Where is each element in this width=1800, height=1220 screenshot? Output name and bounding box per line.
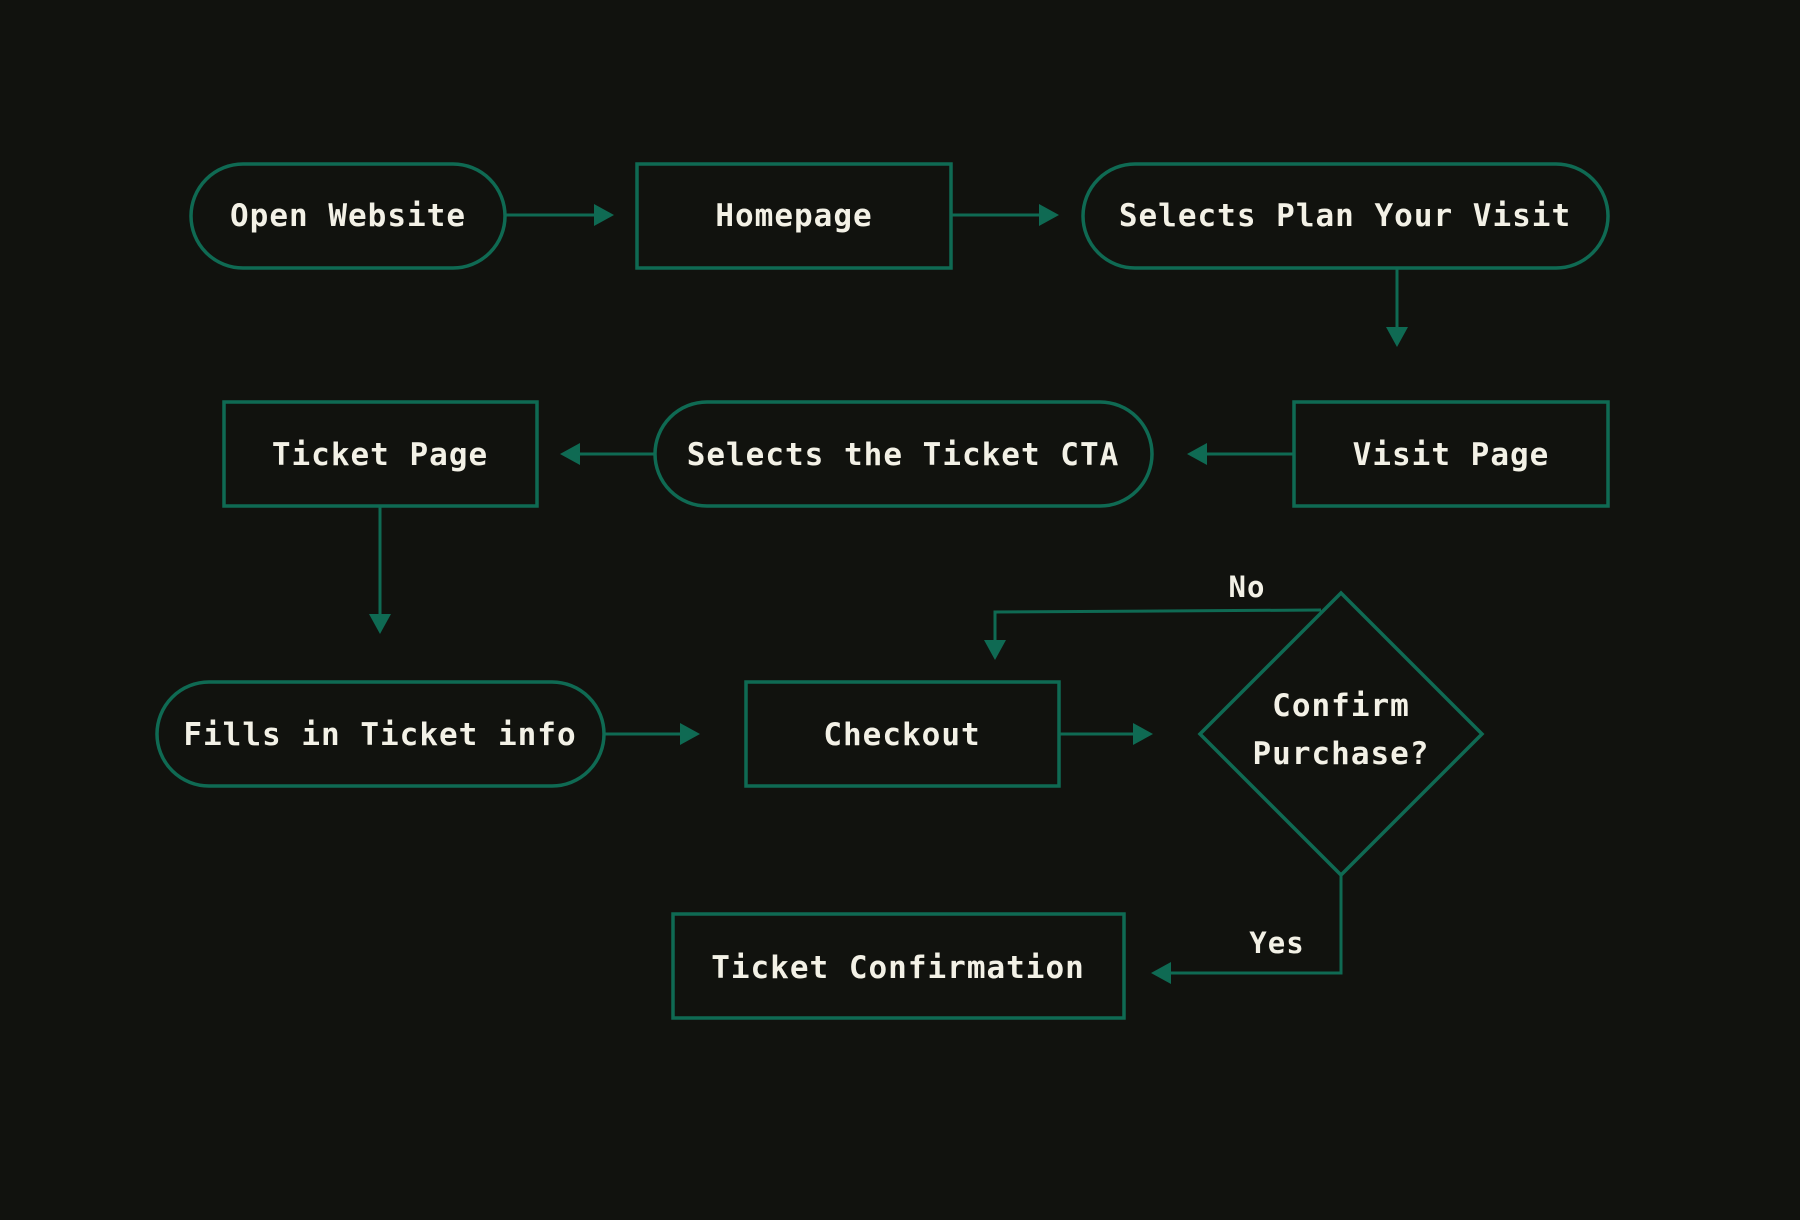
node-checkout: Checkout	[744, 680, 1061, 788]
edge-ticket-page-to-fills-info	[369, 506, 391, 634]
node-checkout-label: Checkout	[823, 717, 980, 753]
node-ticket-cta: Selects the Ticket CTA	[653, 400, 1154, 508]
node-homepage-label: Homepage	[715, 198, 872, 234]
edge-homepage-to-plan-visit	[951, 204, 1059, 226]
edge-confirm-yes-to-ticket-confirmation	[1151, 874, 1343, 984]
edge-plan-visit-to-visit-page	[1386, 269, 1408, 347]
edge-ticket-cta-to-ticket-page	[560, 443, 655, 465]
node-fills-info: Fills in Ticket info	[155, 680, 606, 788]
node-visit-page-label: Visit Page	[1353, 437, 1550, 473]
node-open-website-label: Open Website	[230, 198, 466, 234]
node-ticket-cta-label: Selects the Ticket CTA	[687, 437, 1120, 473]
node-ticket-confirmation: Ticket Confirmation	[671, 912, 1126, 1020]
edge-checkout-to-confirm-purchase	[1059, 723, 1153, 745]
node-open-website: Open Website	[189, 162, 507, 270]
node-ticket-confirmation-label: Ticket Confirmation	[711, 950, 1085, 986]
node-plan-visit: Selects Plan Your Visit	[1081, 162, 1610, 270]
node-confirm-purchase-diamond: Confirm Purchase?	[1197, 590, 1485, 878]
node-confirm-purchase-label-line2: Purchase?	[1253, 736, 1430, 772]
node-fills-info-label: Fills in Ticket info	[183, 717, 576, 753]
node-ticket-page: Ticket Page	[222, 400, 539, 508]
node-ticket-page-label: Ticket Page	[272, 437, 488, 473]
node-confirm-purchase-label-line1: Confirm	[1272, 688, 1410, 724]
edge-visit-page-to-ticket-cta	[1187, 443, 1294, 465]
edge-label-no: No	[1229, 570, 1266, 604]
edge-confirm-no-to-checkout	[984, 608, 1322, 660]
node-plan-visit-label: Selects Plan Your Visit	[1119, 198, 1571, 234]
edge-open-website-to-homepage	[505, 204, 614, 226]
edge-label-yes: Yes	[1249, 926, 1304, 960]
node-homepage: Homepage	[635, 162, 953, 270]
node-visit-page: Visit Page	[1292, 400, 1610, 508]
edge-fills-info-to-checkout	[604, 723, 700, 745]
